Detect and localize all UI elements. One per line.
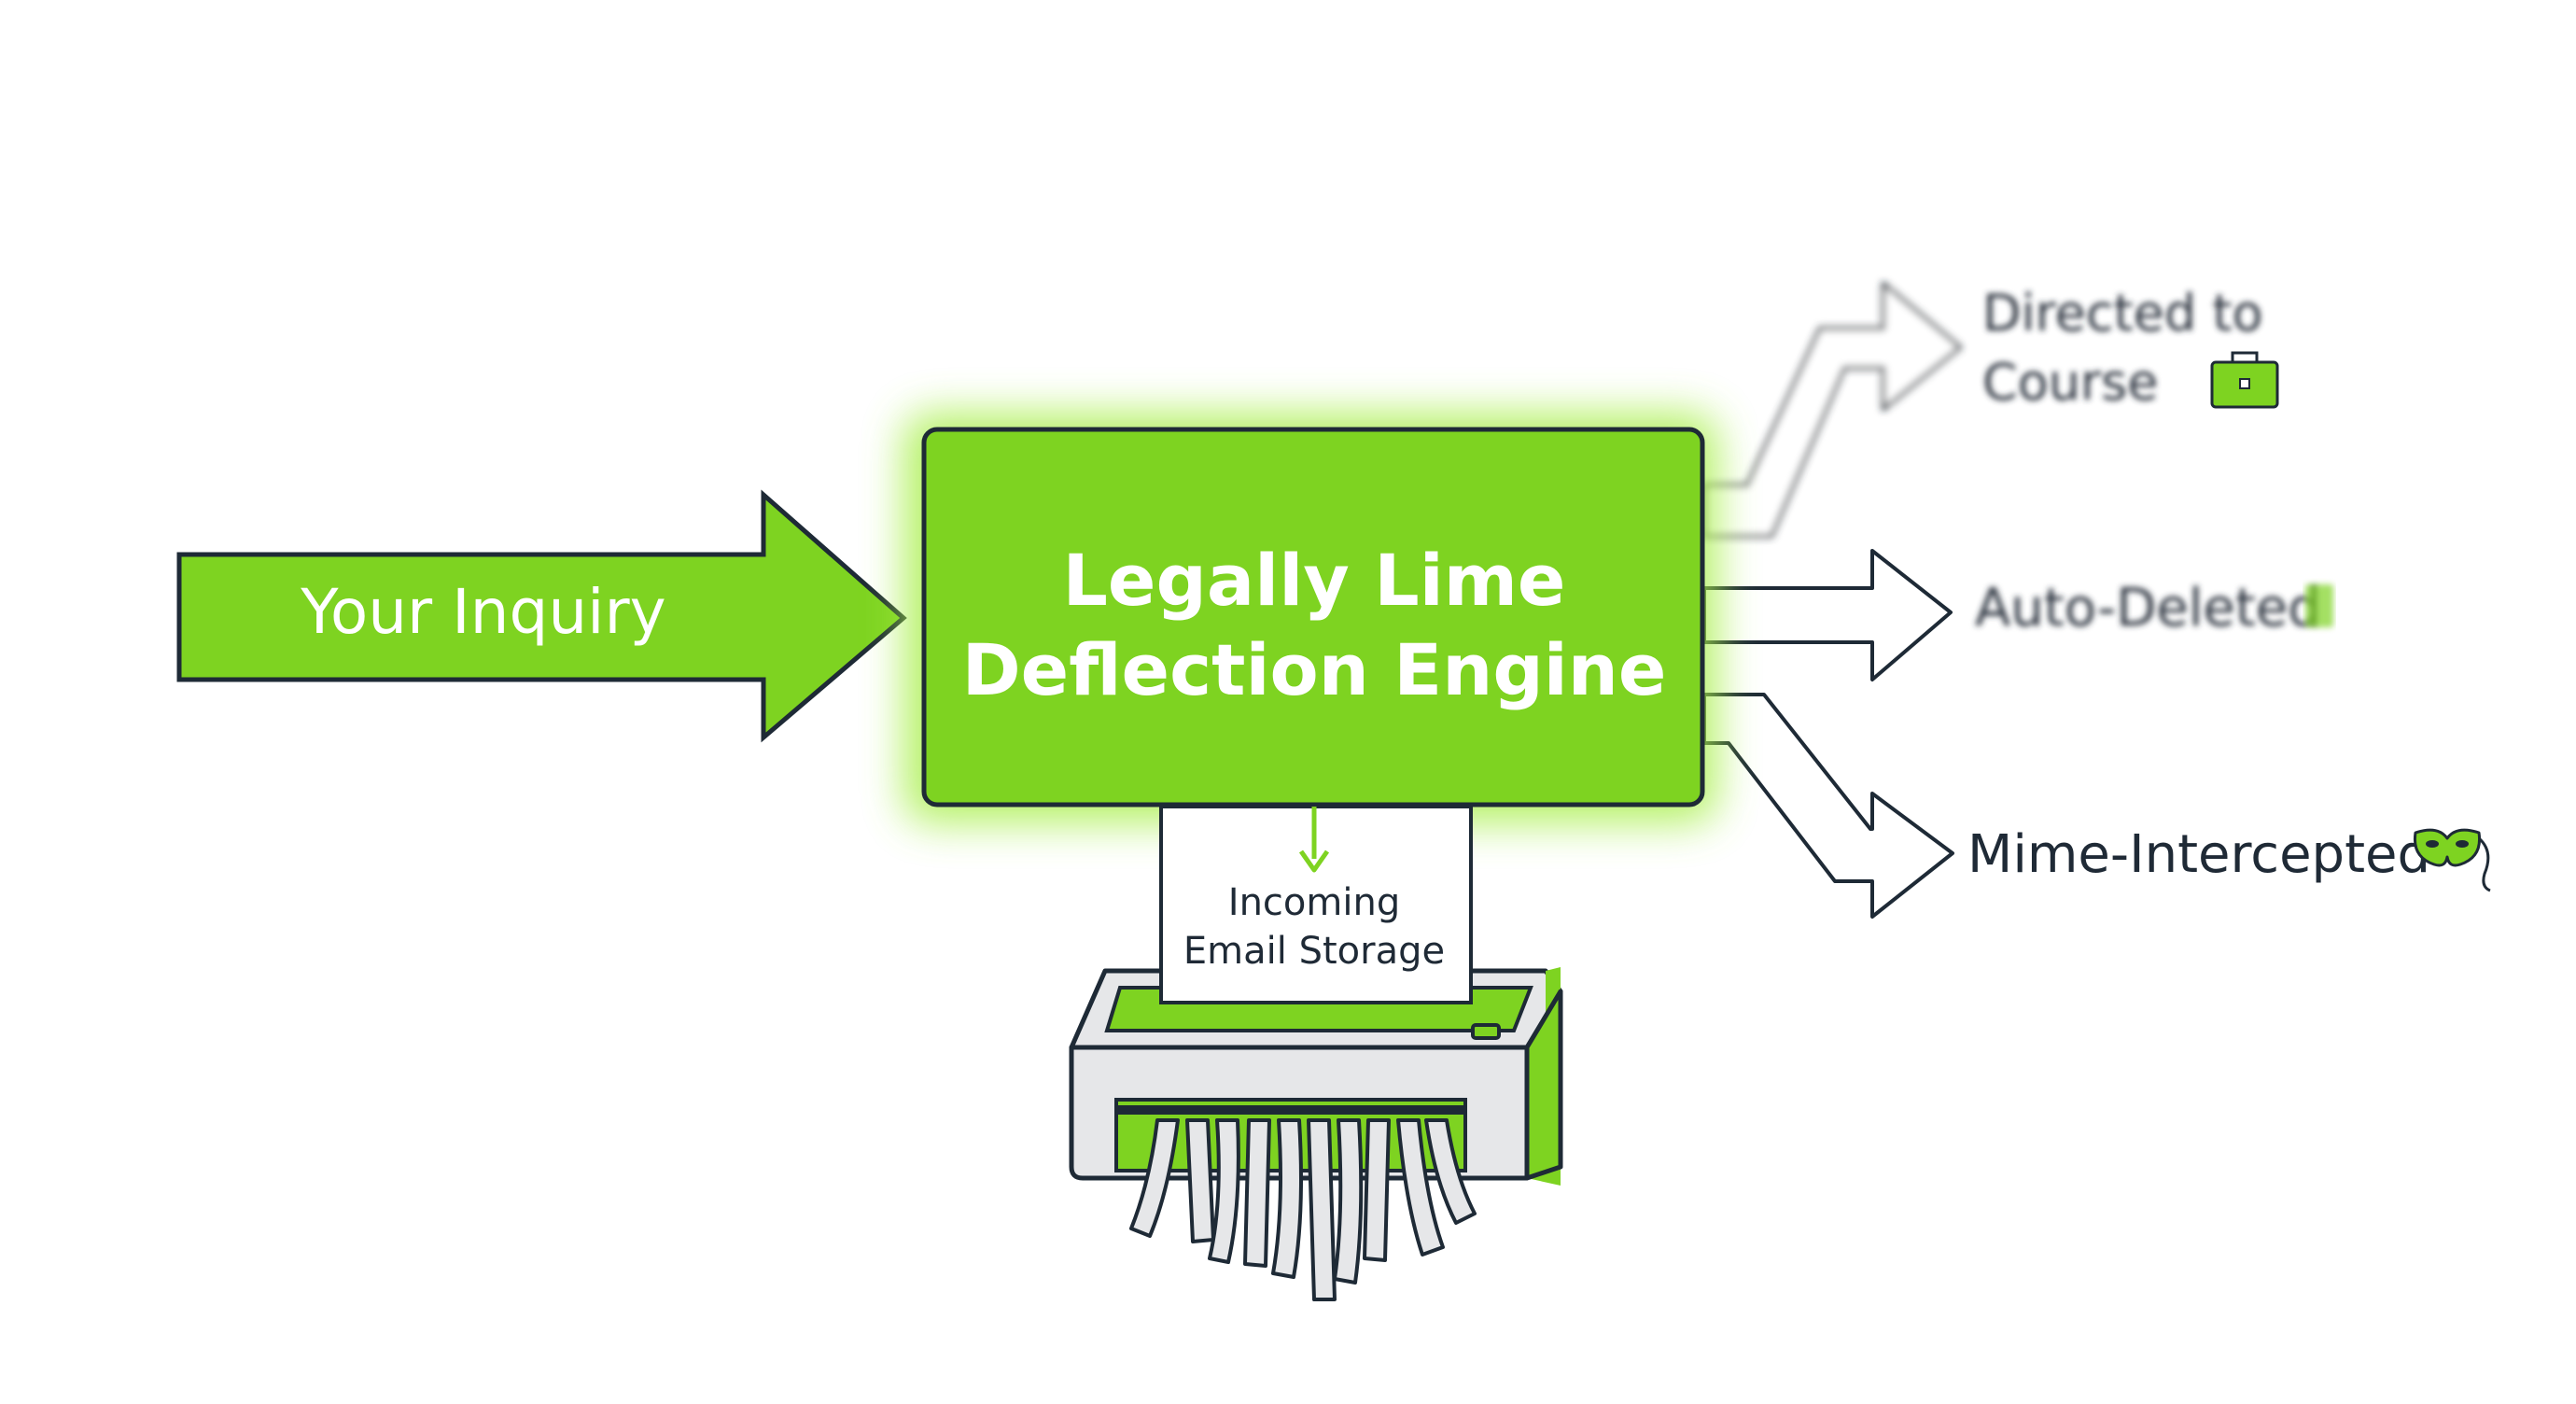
engine-title-line2: Deflection Engine xyxy=(962,628,1667,711)
output-mime-label: Mime-Intercepted xyxy=(1967,824,2430,885)
paper-shredder-icon xyxy=(1069,967,1563,1301)
output-directed-to-course: Directed to Course xyxy=(1982,284,2279,412)
briefcase-icon xyxy=(2210,351,2279,409)
output-auto-deleted: Auto-Deleted xyxy=(1975,578,2333,639)
storage-label-line2: Email Storage xyxy=(1183,930,1445,973)
output-arrow-mime xyxy=(1702,693,1954,919)
output-arrow-directed xyxy=(1702,282,1962,538)
output-auto-deleted-label: Auto-Deleted xyxy=(1975,578,2321,639)
output-arrow-auto-deleted xyxy=(1702,549,1953,681)
storage-label-line1: Incoming xyxy=(1228,881,1400,924)
engine-title-line1: Legally Lime xyxy=(1063,539,1566,622)
output-connectors xyxy=(1702,282,1962,919)
input-arrow-label: Your Inquiry xyxy=(300,576,665,648)
output-directed-line1: Directed to xyxy=(1982,284,2263,343)
input-arrow: Your Inquiry xyxy=(176,489,907,743)
trash-icon xyxy=(2305,584,2333,627)
mime-mask-icon xyxy=(2413,828,2491,892)
output-directed-line2: Course xyxy=(1982,353,2159,412)
deflection-engine: Legally Lime Deflection Engine xyxy=(903,413,1717,823)
output-mime-intercepted: Mime-Intercepted xyxy=(1967,824,2491,892)
incoming-email-storage: Incoming Email Storage xyxy=(1159,805,1473,1004)
